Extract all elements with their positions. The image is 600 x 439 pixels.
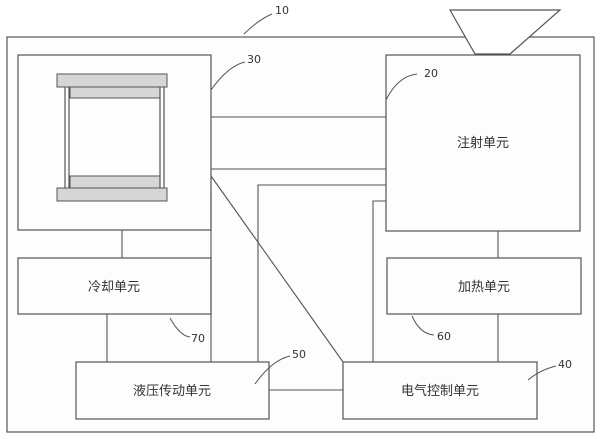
heating-unit-box [386, 257, 582, 315]
reference-leaders [169, 13, 557, 385]
heating-unit-label: 加热单元 [458, 280, 510, 295]
ref-injection: 20 [424, 67, 438, 80]
ref-electric-control: 40 [558, 358, 572, 371]
mold-icon [56, 73, 168, 202]
hydraulic-unit-label: 液压传动单元 [133, 384, 211, 399]
ref-mold: 30 [247, 53, 261, 66]
ref-heating: 60 [437, 330, 451, 343]
electric-control-unit-label: 电气控制单元 [401, 383, 479, 399]
injection-unit-box [385, 54, 581, 232]
hopper-icon [448, 9, 562, 55]
hydraulic-unit-box [75, 361, 270, 420]
cooling-unit-label: 冷却单元 [88, 280, 140, 295]
ref-hydraulic: 50 [292, 348, 306, 361]
electric-control-unit-box [342, 361, 538, 420]
ref-cooling: 70 [191, 332, 205, 345]
connection-lines [106, 116, 499, 391]
ref-system: 10 [275, 4, 289, 17]
injection-unit-label: 注射单元 [457, 135, 509, 151]
